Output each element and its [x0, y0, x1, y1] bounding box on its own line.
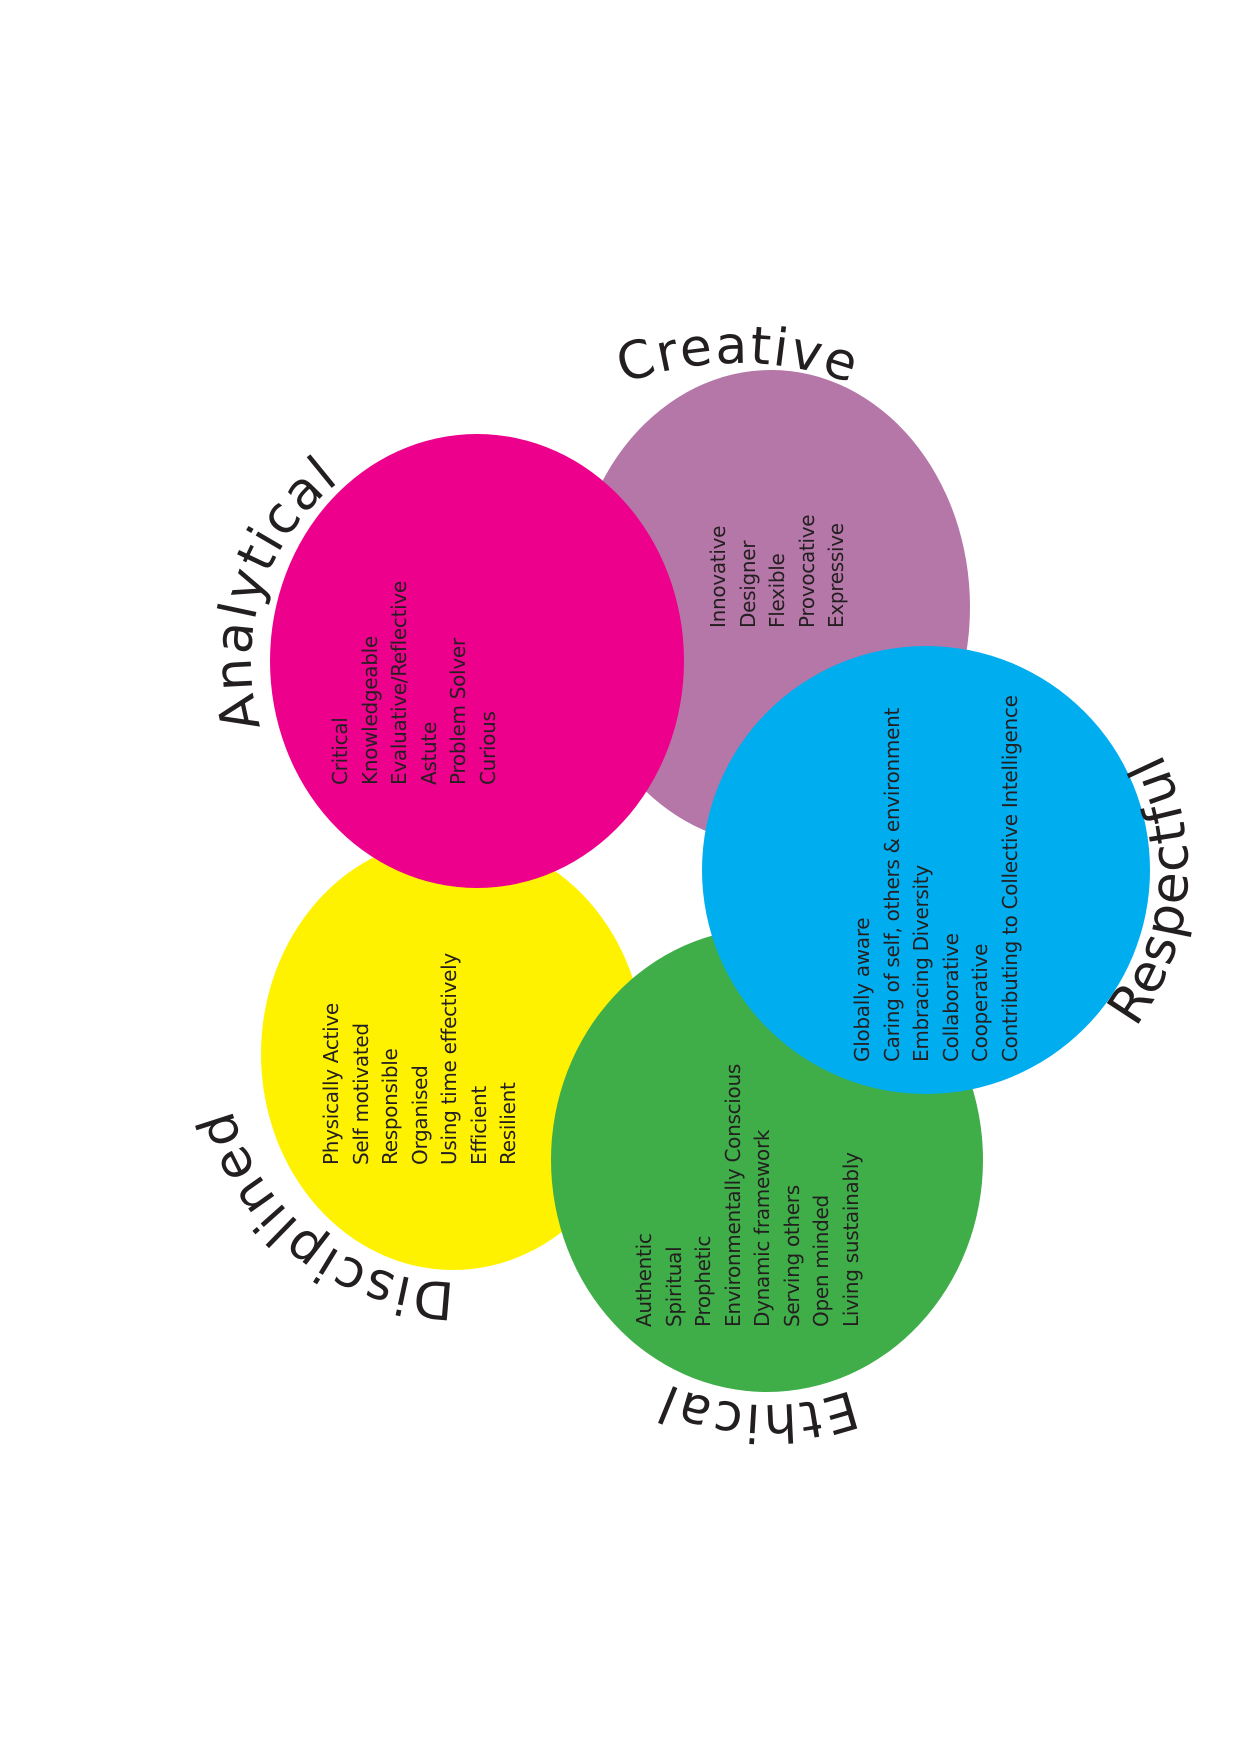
creative-title: Creative	[610, 316, 867, 396]
analytical-circle	[270, 434, 684, 888]
analytical-title: Analytical	[203, 444, 348, 737]
disciplined-title: Disciplined	[186, 1103, 456, 1329]
ethical-title: Ethical	[649, 1372, 865, 1453]
respectful-circle	[702, 646, 1150, 1094]
respectful-title: Respectful	[1096, 745, 1201, 1035]
